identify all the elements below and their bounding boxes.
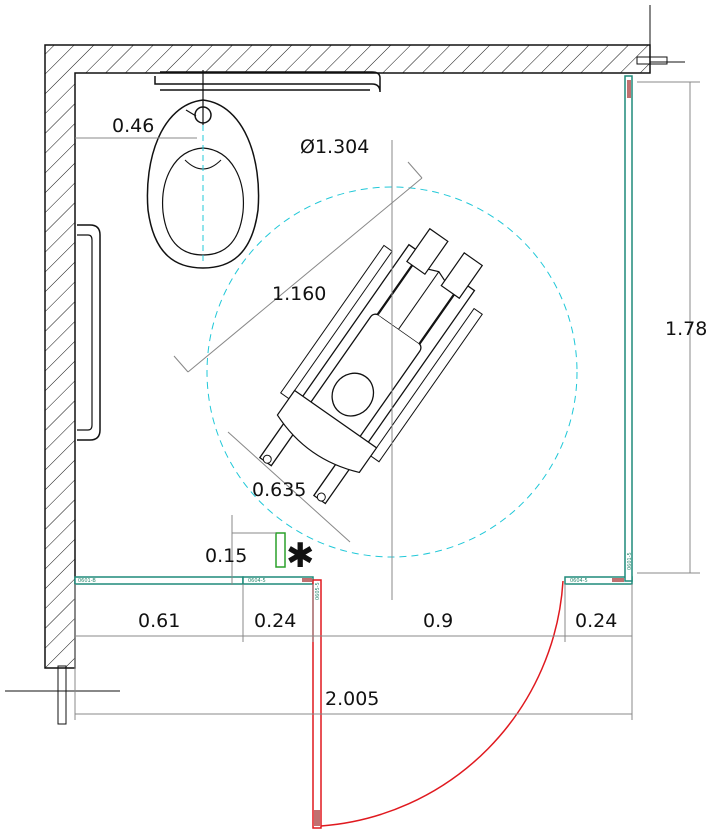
door-tag: 0605-5 xyxy=(315,582,321,600)
caster-right xyxy=(316,492,326,502)
flush-handle xyxy=(185,109,197,117)
pilaster-left-bracket xyxy=(302,578,312,582)
wall-stub xyxy=(57,665,67,725)
label-061: 0.61 xyxy=(138,610,180,632)
door: 0605-5 xyxy=(312,579,564,829)
dimension-lines xyxy=(74,81,700,720)
left-panel-tag: 0601-B xyxy=(78,578,96,584)
rear-grab-bar xyxy=(154,71,381,93)
dim-ext-1160-b xyxy=(407,161,423,179)
footrest-right xyxy=(440,252,484,300)
wheelchair xyxy=(258,227,484,505)
backrest xyxy=(276,389,378,474)
label-0635: 0.635 xyxy=(252,479,306,501)
walls xyxy=(5,5,685,725)
pilaster-right-bracket xyxy=(612,578,624,582)
handrim-left xyxy=(280,244,393,400)
dim-ext-1160-a xyxy=(173,355,189,373)
right-panel-hinge xyxy=(627,80,631,98)
door-swing-arc xyxy=(320,580,564,827)
label-015: 0.15 xyxy=(205,545,247,567)
note-marker: ✱ xyxy=(286,536,315,576)
pilaster-left-tag: 0604-5 xyxy=(248,578,266,584)
grab-bars xyxy=(77,71,381,441)
pilaster-right-tag: 0604-5 xyxy=(570,578,588,584)
label-046: 0.46 xyxy=(112,115,154,137)
label-024-right: 0.24 xyxy=(575,610,617,632)
footrest-left xyxy=(406,227,449,275)
label-178: 1.78 xyxy=(665,318,707,340)
left-panel xyxy=(74,576,244,585)
side-grab-bar xyxy=(77,224,101,441)
wall-stub-top xyxy=(636,56,668,65)
label-024-left: 0.24 xyxy=(254,610,296,632)
toilet xyxy=(146,70,260,269)
right-panel xyxy=(624,75,633,582)
label-diameter: Ø1.304 xyxy=(300,136,369,158)
user-head xyxy=(331,372,375,417)
partitions: 0601-B 0604-5 0604-5 0601-5 xyxy=(74,75,633,585)
side-grab-bar-inner xyxy=(77,234,93,431)
door-hinge xyxy=(314,810,320,826)
dim-line-1160 xyxy=(187,177,423,373)
label-09: 0.9 xyxy=(423,610,453,632)
label-2005: 2.005 xyxy=(325,688,379,710)
label-1160: 1.160 xyxy=(272,283,326,305)
door-leaf xyxy=(312,579,322,829)
right-panel-tag: 0601-5 xyxy=(627,552,633,570)
legs-split xyxy=(398,271,440,330)
handrim-right xyxy=(370,307,483,463)
dim-line-0635 xyxy=(227,431,351,543)
wall-panel-stub xyxy=(275,532,286,568)
caster-left xyxy=(262,454,272,464)
